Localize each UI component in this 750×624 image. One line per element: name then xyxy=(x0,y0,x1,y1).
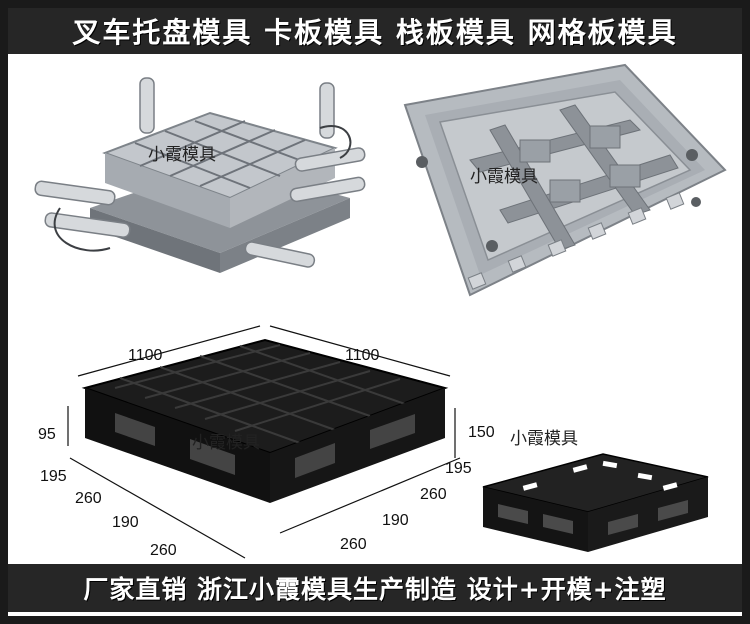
dim-length-left: 1100 xyxy=(128,347,163,364)
bottom-banner: 厂家直销 浙江小霞模具生产制造 设计+开模+注塑 xyxy=(8,564,742,612)
watermark-mold-2: 小霞模具 xyxy=(470,167,538,187)
dim-right-3: 190 xyxy=(382,512,409,529)
pallet-mold-photo-2 xyxy=(403,63,727,297)
dim-length-right: 1100 xyxy=(345,347,380,364)
top-banner: 叉车托盘模具 卡板模具 栈板模具 网格板模具 xyxy=(8,8,742,54)
watermark-small-pallet: 小霞模具 xyxy=(510,429,578,449)
dim-left-4: 260 xyxy=(150,542,177,559)
dim-height-right: 150 xyxy=(468,424,495,441)
dim-right-2: 260 xyxy=(420,486,447,503)
dim-right-1: 195 xyxy=(445,460,472,477)
pallet-dimension-drawing xyxy=(67,325,461,559)
small-pallet-photo xyxy=(482,453,709,552)
watermark-pallet: 小霞模具 xyxy=(192,433,260,453)
dim-left-2: 260 xyxy=(75,490,102,507)
dim-left-3: 190 xyxy=(112,514,139,531)
pallet-mold-photo-1 xyxy=(34,77,366,273)
dim-left-1: 195 xyxy=(40,468,67,485)
dim-height-left: 95 xyxy=(38,426,56,443)
bottom-banner-text: 厂家直销 浙江小霞模具生产制造 设计+开模+注塑 xyxy=(83,575,667,604)
top-banner-text: 叉车托盘模具 卡板模具 栈板模具 网格板模具 xyxy=(72,16,678,49)
dim-right-4: 260 xyxy=(340,536,367,553)
watermark-mold-1: 小霞模具 xyxy=(148,145,216,165)
